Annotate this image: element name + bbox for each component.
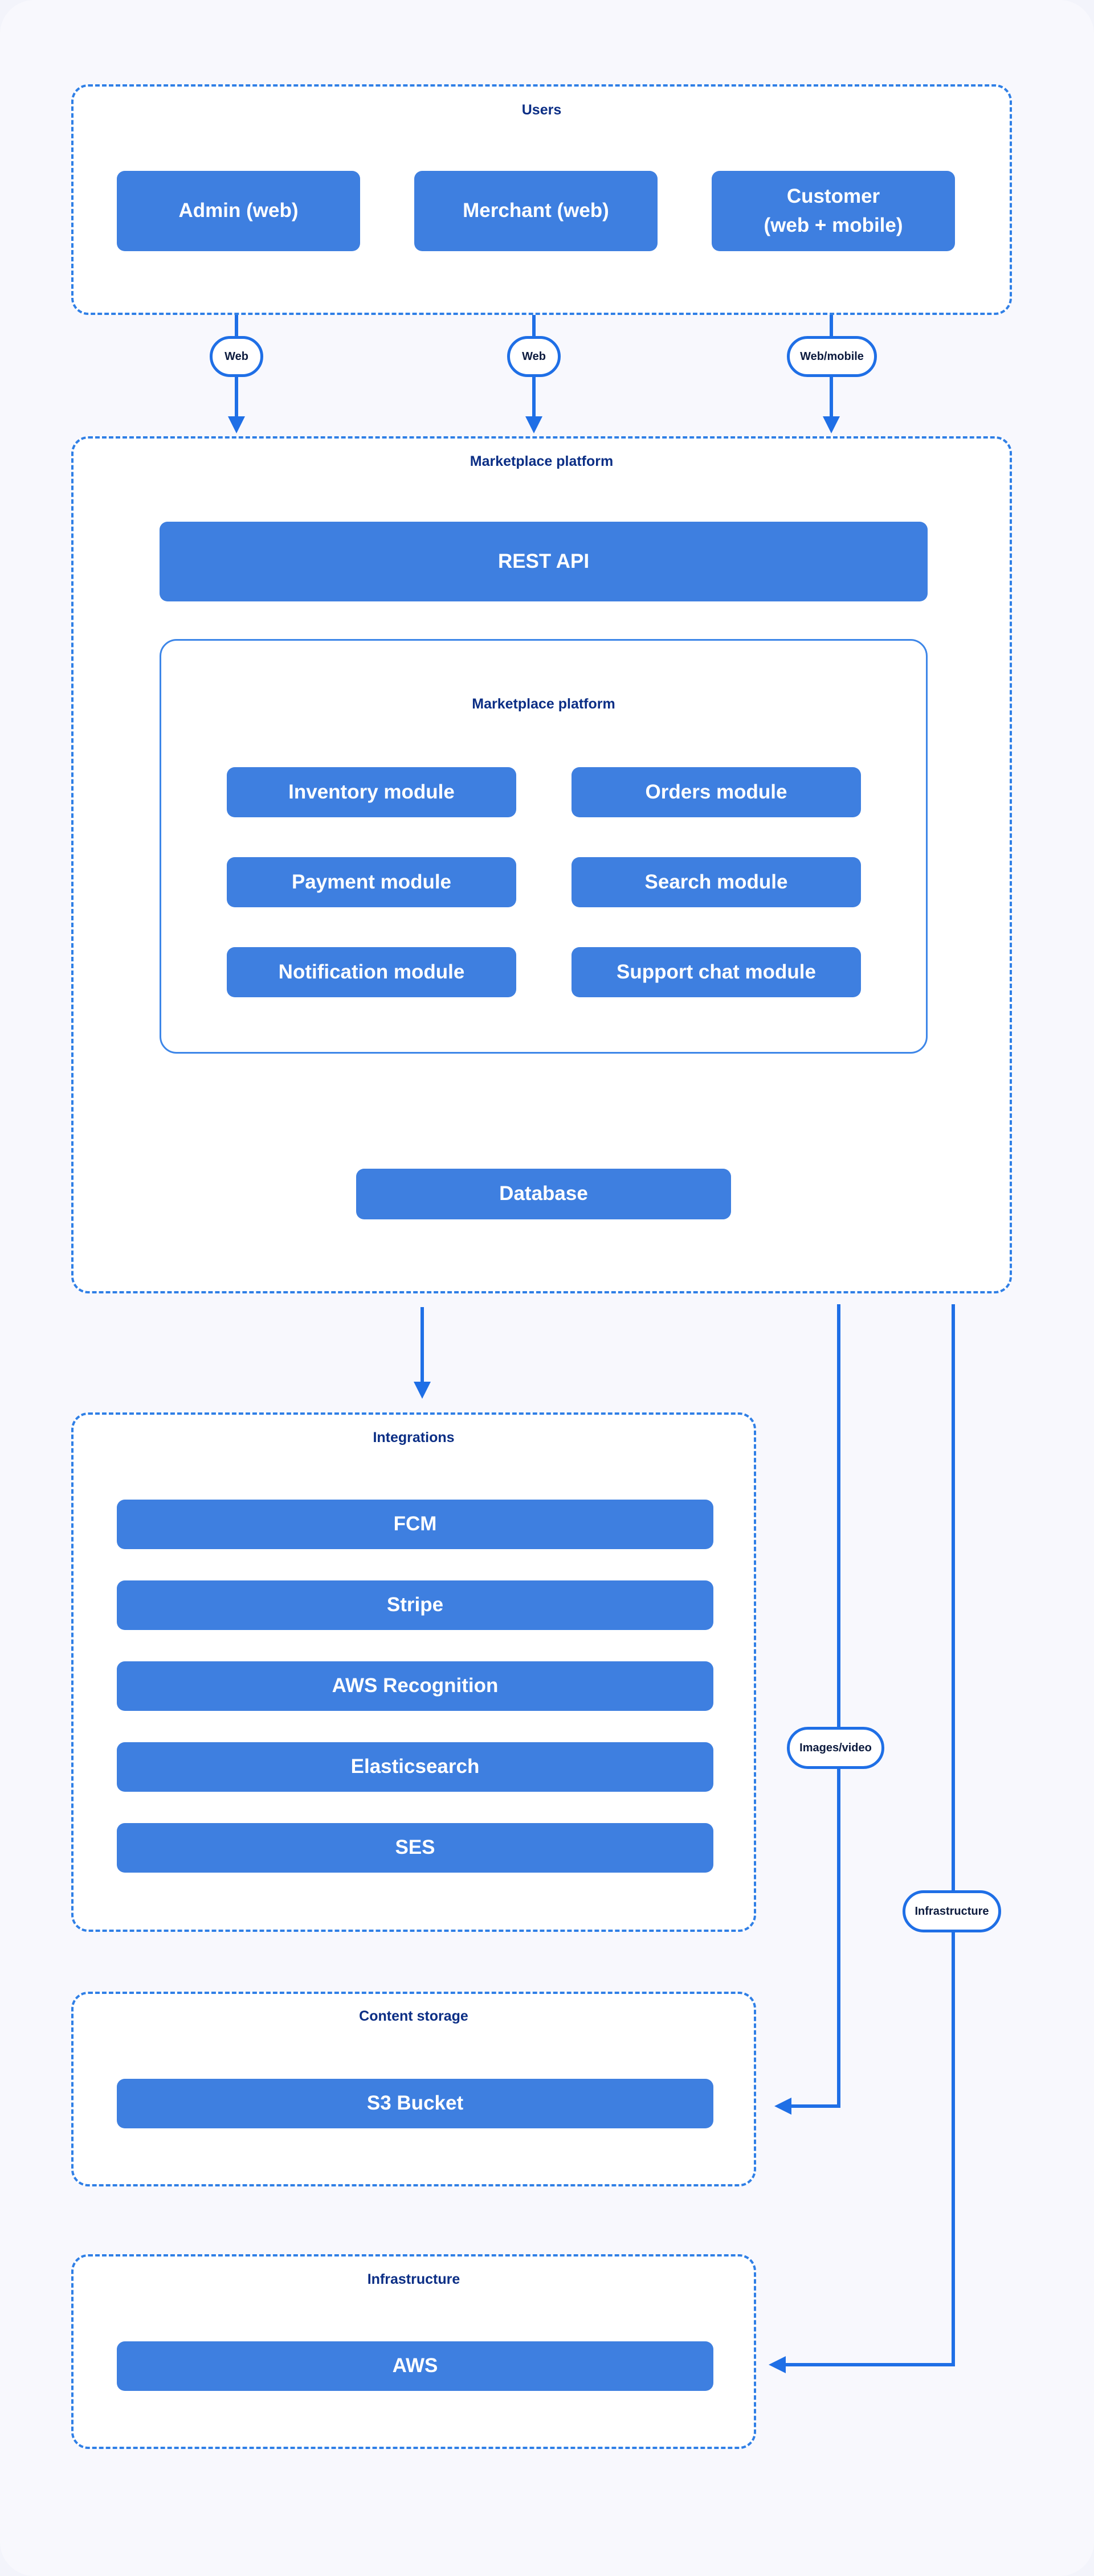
connector-label-images-video: Images/video xyxy=(787,1727,884,1769)
merchant-web-box: Merchant (web) xyxy=(414,171,658,251)
marketplace-platform-title: Marketplace platform xyxy=(470,453,614,469)
connector-label-merchant-web: Web xyxy=(507,336,561,377)
content-storage-title: Content storage xyxy=(359,2008,468,2024)
marketplace-platform-inner-title: Marketplace platform xyxy=(472,696,615,712)
inventory-module-box: Inventory module xyxy=(227,767,516,817)
arrow-platform-to-infrastructure xyxy=(769,1304,955,2373)
users-group: Users Admin (web) Merchant (web) Custome… xyxy=(71,84,1012,315)
search-module-box: Search module xyxy=(572,857,861,907)
connector-label-customer-web-mobile: Web/mobile xyxy=(787,336,877,377)
integrations-title: Integrations xyxy=(373,1430,455,1445)
admin-web-box: Admin (web) xyxy=(117,171,360,251)
payment-module-box: Payment module xyxy=(227,857,516,907)
rest-api-box: REST API xyxy=(160,522,928,601)
integration-stripe-box: Stripe xyxy=(117,1580,713,1630)
integration-ses-box: SES xyxy=(117,1823,713,1873)
integration-aws-recognition-box: AWS Recognition xyxy=(117,1661,713,1711)
s3-bucket-box: S3 Bucket xyxy=(117,2079,713,2128)
infrastructure-title: Infrastructure xyxy=(367,2271,460,2287)
support-chat-module-box: Support chat module xyxy=(572,947,861,997)
notification-module-box: Notification module xyxy=(227,947,516,997)
integration-elasticsearch-box: Elasticsearch xyxy=(117,1742,713,1792)
aws-box: AWS xyxy=(117,2341,713,2391)
connector-label-admin-web: Web xyxy=(210,336,263,377)
arrow-platform-to-content-storage xyxy=(774,1304,840,2115)
connector-label-infrastructure: Infrastructure xyxy=(903,1890,1001,1932)
users-group-title: Users xyxy=(521,102,562,118)
content-storage-group: Content storage S3 Bucket xyxy=(71,1992,756,2186)
database-box: Database xyxy=(356,1169,731,1219)
integration-fcm-box: FCM xyxy=(117,1500,713,1549)
marketplace-platform-group: Marketplace platform REST API Marketplac… xyxy=(71,436,1012,1293)
marketplace-platform-inner-group: Marketplace platform Inventory module Or… xyxy=(160,639,928,1054)
integrations-group: Integrations FCM Stripe AWS Recognition … xyxy=(71,1412,756,1932)
customer-web-mobile-box: Customer (web + mobile) xyxy=(712,171,955,251)
orders-module-box: Orders module xyxy=(572,767,861,817)
infrastructure-group: Infrastructure AWS xyxy=(71,2254,756,2449)
